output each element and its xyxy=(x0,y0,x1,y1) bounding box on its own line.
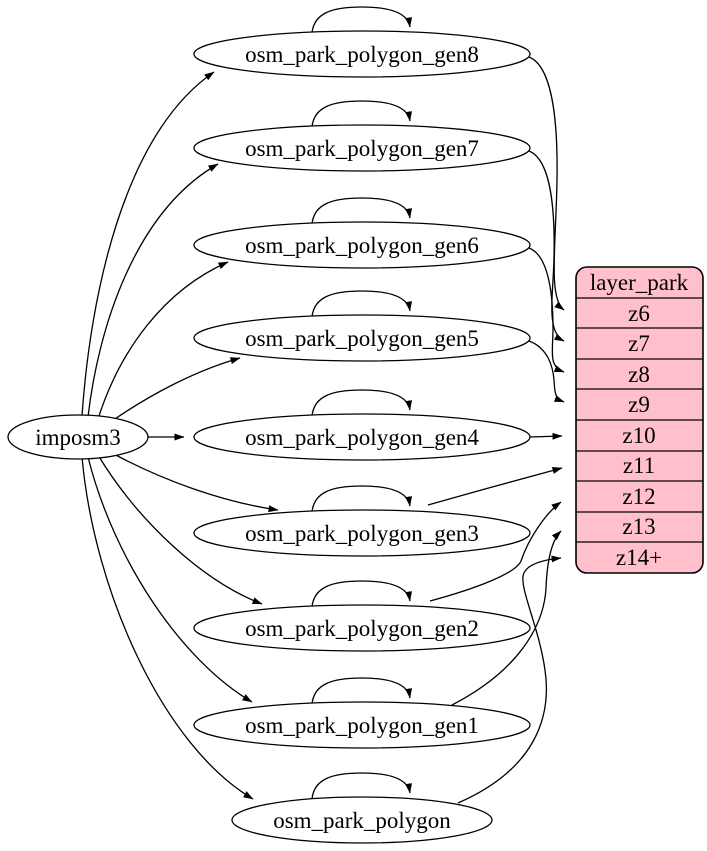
self-loop-park xyxy=(311,772,413,800)
edge-imposm3-to-gen5 xyxy=(111,357,241,422)
node-osm-park-polygon-gen4: osm_park_polygon_gen4 xyxy=(193,413,531,461)
park-label: osm_park_polygon xyxy=(273,808,451,833)
gen7-ellipse xyxy=(193,124,531,172)
edge-imposm3-to-gen8 xyxy=(81,71,215,417)
row-z11: z11 xyxy=(623,453,655,478)
edge-imposm3-to-gen6 xyxy=(97,261,229,420)
gen2-label: osm_park_polygon_gen2 xyxy=(245,616,479,641)
edges-self-loops xyxy=(311,6,413,800)
self-loop-gen5 xyxy=(311,290,413,318)
node-osm-park-polygon-gen8: osm_park_polygon_gen8 xyxy=(193,30,531,78)
row-z13: z13 xyxy=(622,514,655,539)
self-loop-gen6 xyxy=(311,197,413,225)
edges-into-layer-park xyxy=(427,56,565,804)
gen4-label: osm_park_polygon_gen4 xyxy=(245,425,479,450)
row-z8: z8 xyxy=(628,362,650,387)
gen1-label: osm_park_polygon_gen1 xyxy=(245,713,479,738)
edge-imposm3-to-gen3 xyxy=(111,452,279,513)
gen1-ellipse xyxy=(193,701,531,749)
imposm3-label: imposm3 xyxy=(35,425,121,450)
edge-imposm3-to-gen2 xyxy=(97,454,263,605)
self-loop-gen8 xyxy=(311,6,413,34)
edge-gen4-to-z10 xyxy=(529,432,563,440)
self-loop-gen3 xyxy=(311,485,413,513)
node-osm-park-polygon-gen2: osm_park_polygon_gen2 xyxy=(193,604,531,652)
row-z7: z7 xyxy=(628,331,650,356)
self-loop-gen7 xyxy=(311,100,413,128)
edges-imposm3-fanout xyxy=(81,71,279,800)
row-z14: z14+ xyxy=(616,545,662,570)
edge-gen3-to-z11 xyxy=(427,467,563,506)
layer-park-table: layer_park z6 z7 z8 z9 z10 z11 z12 z13 z… xyxy=(575,266,704,574)
edge-imposm3-to-gen7 xyxy=(87,163,219,418)
gen5-ellipse xyxy=(193,314,531,362)
row-z12: z12 xyxy=(622,484,655,509)
edge-gen1-to-z13 xyxy=(451,530,562,706)
node-osm-park-polygon-gen6: osm_park_polygon_gen6 xyxy=(193,221,531,269)
gen3-label: osm_park_polygon_gen3 xyxy=(245,521,479,546)
row-z10: z10 xyxy=(622,423,655,448)
node-osm-park-polygon-gen7: osm_park_polygon_gen7 xyxy=(193,124,531,172)
edge-imposm3-to-park xyxy=(81,456,254,800)
edge-gen8-to-z6 xyxy=(528,56,565,311)
gen4-ellipse xyxy=(193,413,531,461)
edge-gen7-to-z7 xyxy=(528,150,565,342)
edge-gen6-to-z8 xyxy=(528,247,565,373)
gen7-label: osm_park_polygon_gen7 xyxy=(245,136,479,161)
self-loop-gen1 xyxy=(311,677,413,705)
gen6-label: osm_park_polygon_gen6 xyxy=(245,233,479,258)
self-loop-gen2 xyxy=(311,580,413,608)
imposm3-ellipse xyxy=(7,414,149,460)
node-osm-park-polygon-gen1: osm_park_polygon_gen1 xyxy=(193,701,531,749)
gen8-ellipse xyxy=(193,30,531,78)
row-z6: z6 xyxy=(628,301,650,326)
self-loop-gen4 xyxy=(311,389,413,417)
park-ellipse xyxy=(231,796,493,844)
node-osm-park-polygon: osm_park_polygon xyxy=(231,796,493,844)
row-z9: z9 xyxy=(628,392,650,417)
edge-park-to-z14 xyxy=(457,555,562,804)
edge-gen2-to-z12 xyxy=(429,501,562,602)
node-imposm3: imposm3 xyxy=(7,414,149,460)
gen3-ellipse xyxy=(193,509,531,557)
node-osm-park-polygon-gen3: osm_park_polygon_gen3 xyxy=(193,509,531,557)
node-osm-park-polygon-gen5: osm_park_polygon_gen5 xyxy=(193,314,531,362)
edge-imposm3-to-gen1 xyxy=(87,456,253,703)
layer-park-title: layer_park xyxy=(590,270,689,295)
gen8-label: osm_park_polygon_gen8 xyxy=(245,42,479,67)
gen6-ellipse xyxy=(193,221,531,269)
gen2-ellipse xyxy=(193,604,531,652)
edge-gen5-to-z9 xyxy=(528,340,565,403)
gen5-label: osm_park_polygon_gen5 xyxy=(245,326,479,351)
